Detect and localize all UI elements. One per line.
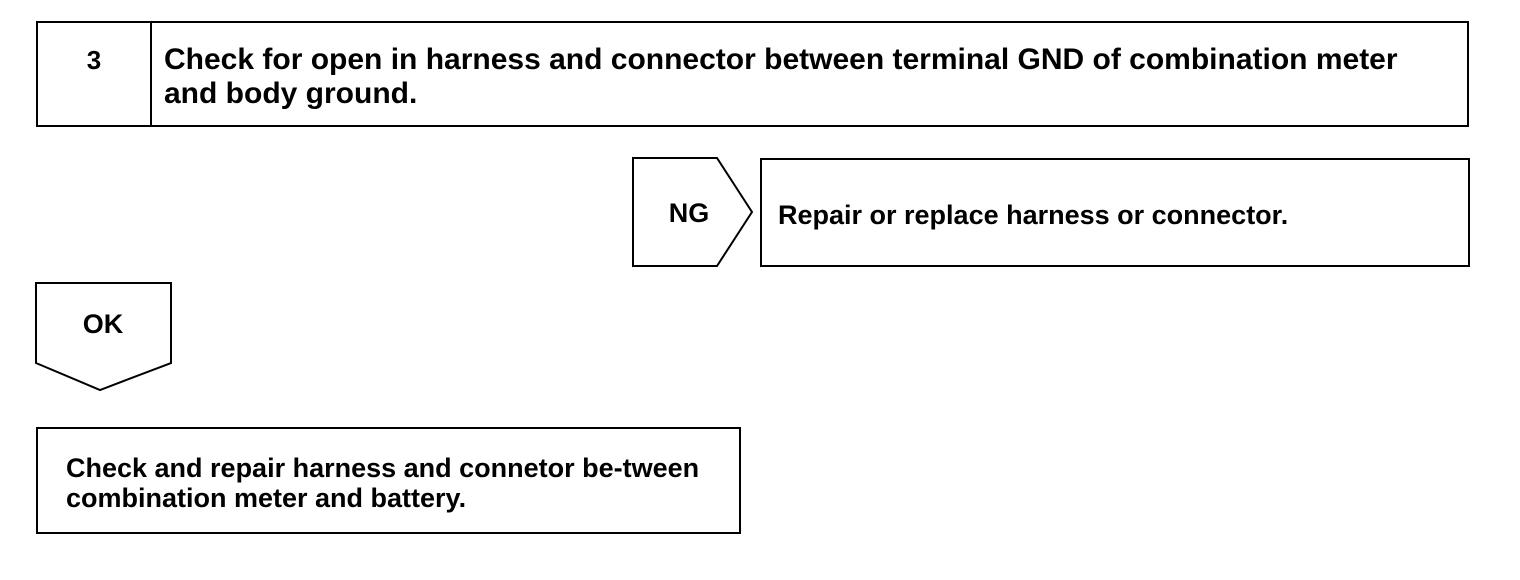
ng-result-text: Repair or replace harness or connector. (778, 200, 1289, 230)
final-step-text: Check and repair harness and connetor be… (66, 453, 700, 513)
step-title: Check for open in harness and connector … (164, 43, 1398, 110)
ok-arrow-tag (35, 282, 172, 392)
ng-label: NG (668, 198, 710, 228)
ng-arrow-tag (632, 157, 754, 267)
step-box: 3 Check for open in harness and connecto… (36, 21, 1469, 127)
ok-label: OK (82, 309, 124, 339)
ng-result-box: Repair or replace harness or connector. (760, 158, 1470, 267)
final-step-box: Check and repair harness and connetor be… (36, 427, 741, 534)
step-number: 3 (38, 23, 152, 125)
